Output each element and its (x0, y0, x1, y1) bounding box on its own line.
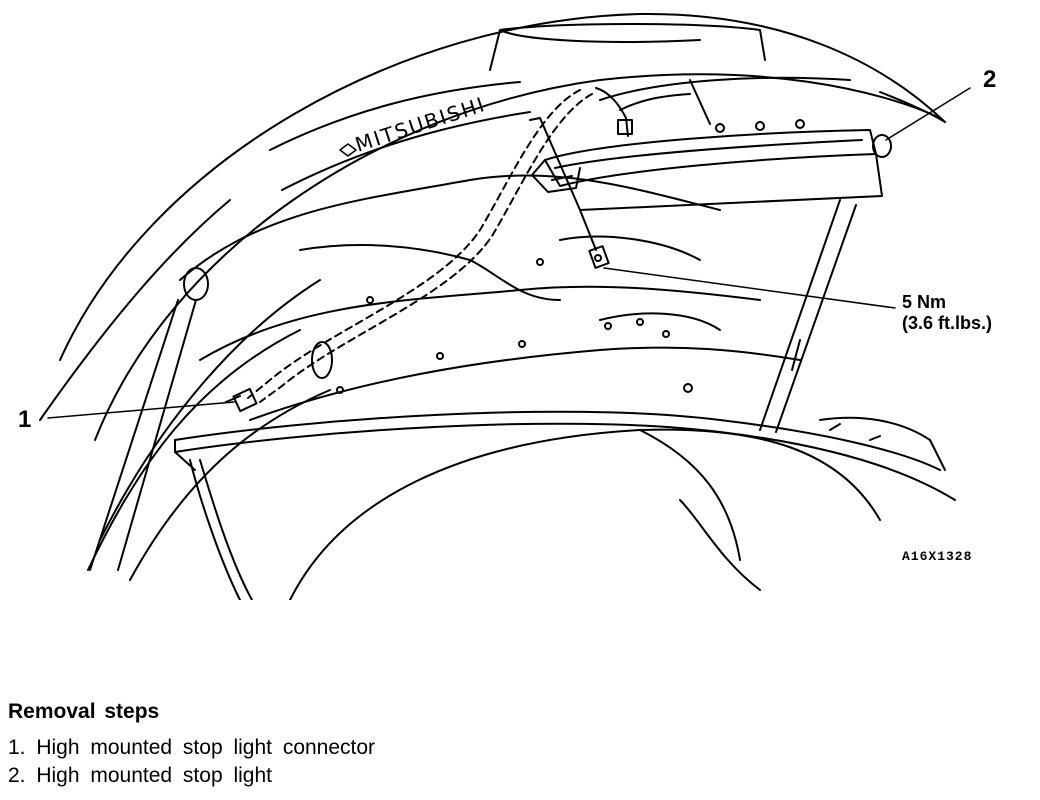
inner-panel (179, 174, 801, 421)
gas-struts (89, 199, 857, 571)
spoiler-tab (489, 23, 766, 71)
removal-steps-title: Removal steps (8, 700, 160, 723)
torque-ftlbs: (3.6 ft.lbs.) (902, 312, 993, 333)
brand-badge: MITSUBISHI (269, 81, 531, 191)
removal-step: 2. High mounted stop light (8, 764, 272, 787)
leader-line-2 (885, 87, 971, 141)
stop-light-connector (225, 387, 258, 413)
leader-lines (47, 87, 971, 419)
removal-steps: Removal steps 1. High mounted stop light… (8, 700, 375, 790)
torque-spec: 5 Nm (3.6 ft.lbs.) (902, 292, 992, 333)
callout-1: 1 (18, 406, 32, 433)
mounting-bolt (579, 209, 610, 269)
gate-lower-edge (174, 410, 956, 600)
figure-code: A16X1328 (902, 549, 973, 564)
leader-line-torque (603, 267, 896, 309)
torque-nm: 5 Nm (902, 292, 947, 312)
leader-line-1 (47, 401, 235, 419)
stop-light-assembly (529, 76, 892, 211)
harness-pigtail (311, 87, 633, 379)
callout-2: 2 (983, 66, 997, 93)
tailgate-diagram: MITSUBISHI (39, 12, 971, 600)
body-outline (39, 12, 946, 581)
removal-step: 1. High mounted stop light connector (8, 736, 376, 759)
